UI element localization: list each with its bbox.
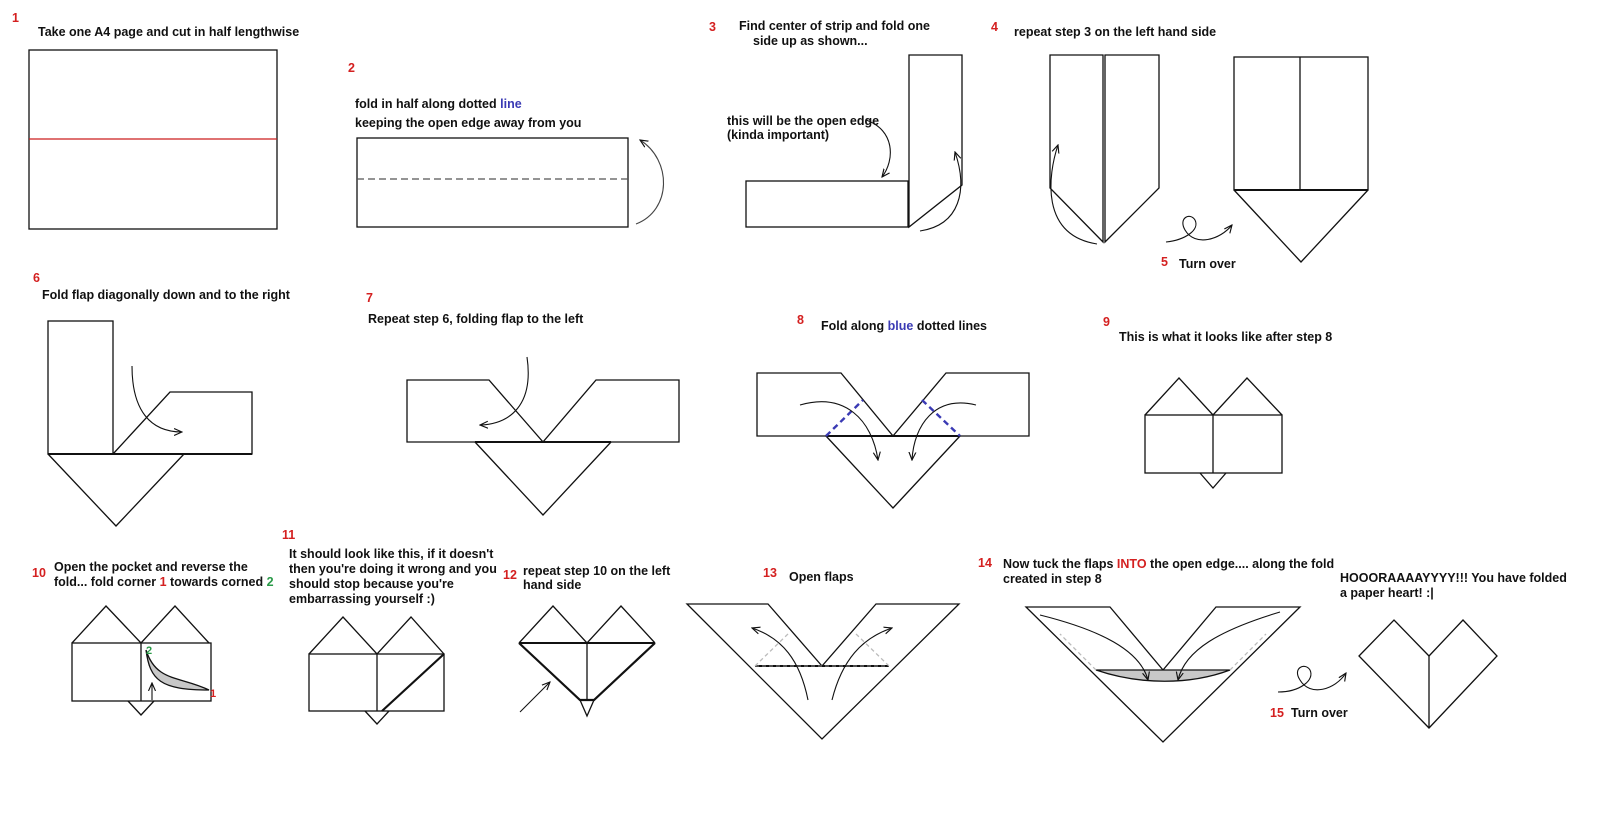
step-number: 12 [503, 568, 517, 582]
step-11-text-line1: It should look like this, if it doesn't [289, 547, 494, 561]
step-8-figure [756, 372, 1030, 509]
finale-text-line2: a paper heart! :| [1340, 586, 1434, 600]
fold-arrow-left [799, 401, 878, 460]
step-7-figure [406, 356, 680, 516]
step-6-figure [47, 320, 253, 527]
step-7-text: Repeat step 6, folding flap to the left [368, 312, 584, 326]
step-number: 1 [12, 11, 19, 25]
step-14-text-line2: created in step 8 [1003, 572, 1102, 586]
step-1-figure [28, 49, 278, 230]
fold-up-arrow [919, 152, 961, 232]
tuck-arrow-left [1039, 614, 1148, 680]
blue-fold-line-right [921, 399, 961, 437]
fold-arrow [480, 356, 529, 425]
corner-1-label: 1 [210, 688, 217, 700]
edge-pointer-arrow [865, 119, 891, 177]
step-3-text-line1: Find center of strip and fold one [739, 19, 930, 33]
step-number: 14 [978, 556, 992, 570]
corner-1-highlight: 1 [159, 575, 167, 589]
step-2-text-line1: fold in half along dotted line [355, 97, 522, 111]
step-number: 8 [797, 313, 804, 327]
step-10-text-line1: Open the pocket and reverse the [54, 560, 248, 574]
pocket-shading [145, 649, 210, 691]
tuck-arrow-right [1178, 611, 1281, 680]
step-number: 11 [282, 528, 296, 542]
corner-2-label: 2 [146, 645, 153, 657]
step-number: 2 [348, 61, 355, 75]
step-3-text-line2: side up as shown... [753, 34, 868, 48]
step-11-text-line4: embarrassing yourself :) [289, 592, 435, 606]
fold-arrow-right [912, 402, 977, 460]
step-number: 10 [32, 566, 46, 580]
step-10-text-line2: fold... fold corner 1 towards corned 2 [54, 575, 274, 589]
open-arrow-right [831, 628, 892, 701]
step-10-figure [71, 605, 212, 716]
step-4-text: repeat step 3 on the left hand side [1014, 25, 1217, 39]
step-number: 15 [1270, 706, 1284, 720]
step-9-figure [1144, 377, 1283, 489]
step-number: 4 [991, 20, 998, 34]
final-heart-figure [1358, 619, 1498, 729]
step-12-text-line2: hand side [523, 578, 582, 592]
fold-arrow [519, 682, 550, 713]
step-14-figure [1024, 606, 1302, 743]
turn-over-arrow [1165, 215, 1232, 243]
step-11-figure [308, 616, 445, 725]
step-8-text: Fold along blue dotted lines [821, 319, 988, 333]
step-6-text: Fold flap diagonally down and to the rig… [42, 288, 290, 302]
step-14-text-line1: Now tuck the flaps INTO the open edge...… [1003, 557, 1335, 571]
step-5-figure [1165, 56, 1369, 263]
fold-arrow [1050, 145, 1098, 245]
open-arrow-left [752, 628, 809, 701]
step-15-text: Turn over [1291, 706, 1348, 720]
step-11-text-line3: should stop because you're [289, 577, 454, 591]
step-2-figure [356, 137, 665, 228]
turn-over-arrow [1277, 665, 1346, 693]
step-3-figure [745, 54, 963, 232]
blue-highlight: blue [887, 319, 914, 333]
blue-fold-line-left [825, 399, 864, 437]
step-5-text: Turn over [1179, 257, 1236, 271]
step-3-note-line1: this will be the open edge [727, 114, 880, 128]
step-number: 3 [709, 20, 716, 34]
step-1-text: Take one A4 page and cut in half lengthw… [38, 25, 300, 39]
line-highlight: line [500, 97, 522, 111]
step-13-figure [685, 603, 961, 740]
fold-arrow [635, 140, 665, 225]
step-2-text-line2: keeping the open edge away from you [355, 116, 582, 130]
step-12-figure [518, 605, 656, 718]
step-number: 5 [1161, 255, 1168, 269]
step-number: 9 [1103, 315, 1110, 329]
corner-2-highlight: 2 [266, 575, 274, 589]
step-number: 7 [366, 291, 373, 305]
step-12-text-line1: repeat step 10 on the left [523, 564, 671, 578]
step-3-note-line2: (kinda important) [727, 128, 830, 142]
into-highlight: INTO [1116, 557, 1147, 571]
step-13-text: Open flaps [789, 570, 854, 584]
step-number: 13 [763, 566, 777, 580]
step-number: 6 [33, 271, 40, 285]
step-4-figure [1049, 54, 1160, 245]
step-11-text-line2: then you're doing it wrong and you [289, 562, 497, 576]
fold-arrow [131, 365, 182, 432]
finale-text-line1: HOOORAAAAYYYY!!! You have folded [1340, 571, 1567, 585]
step-15-figure [1277, 665, 1346, 693]
step-9-text: This is what it looks like after step 8 [1119, 330, 1333, 344]
